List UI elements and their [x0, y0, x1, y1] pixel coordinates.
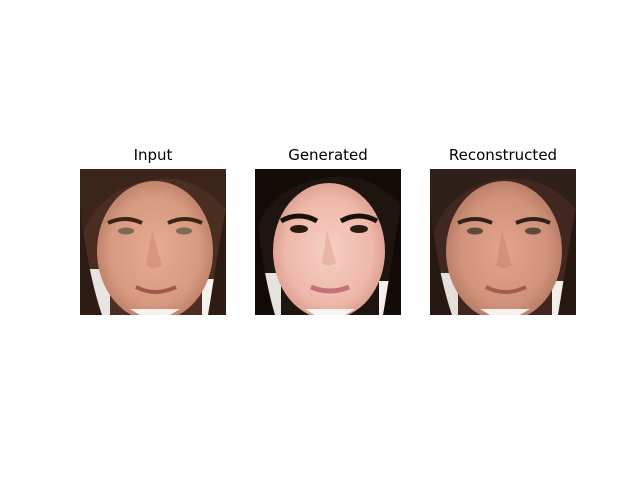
- panel-title-reconstructed: Reconstructed: [448, 146, 558, 164]
- generated-face-image: [255, 169, 401, 315]
- input-face-image: [80, 169, 226, 315]
- panel-generated: Generated: [255, 144, 401, 315]
- panel-title-input: Input: [133, 146, 173, 164]
- panel-title-generated: Generated: [288, 146, 368, 164]
- panel-input: Input: [80, 144, 226, 315]
- reconstructed-face-image: [430, 169, 576, 315]
- panel-reconstructed: Reconstructed: [430, 144, 576, 315]
